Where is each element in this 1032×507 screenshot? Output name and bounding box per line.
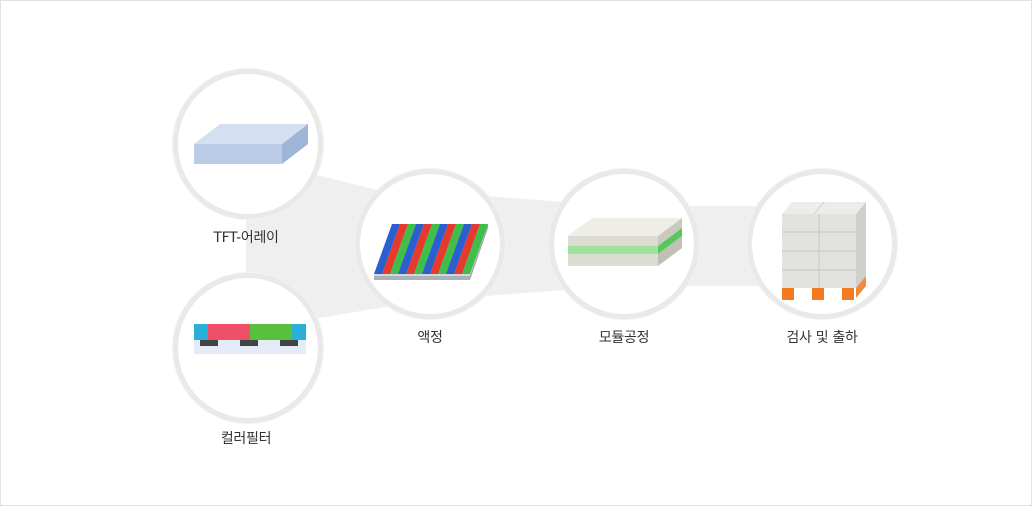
- step-tft-array-circle: [173, 69, 323, 219]
- step-tft-array-label: TFT-어레이: [213, 230, 279, 246]
- step-inspection-shipping-circle: [747, 169, 897, 319]
- glass-substrate-icon: [194, 124, 308, 164]
- step-module-process-label: 모듈공정: [598, 330, 650, 346]
- module-stack-icon: [568, 218, 682, 266]
- pallet-boxes-icon: [782, 201, 866, 300]
- step-liquid-crystal-label: 액정: [417, 330, 443, 346]
- step-inspection-shipping-label: 검사 및 출하: [786, 330, 858, 346]
- step-color-filter-label: 컬러필터: [220, 431, 272, 447]
- step-color-filter-circle: [173, 273, 323, 423]
- color-filter-layer-icon: [194, 324, 306, 354]
- step-liquid-crystal-circle: [355, 169, 505, 319]
- step-module-process-circle: [549, 169, 699, 319]
- rgb-liquid-crystal-icon: [374, 224, 488, 280]
